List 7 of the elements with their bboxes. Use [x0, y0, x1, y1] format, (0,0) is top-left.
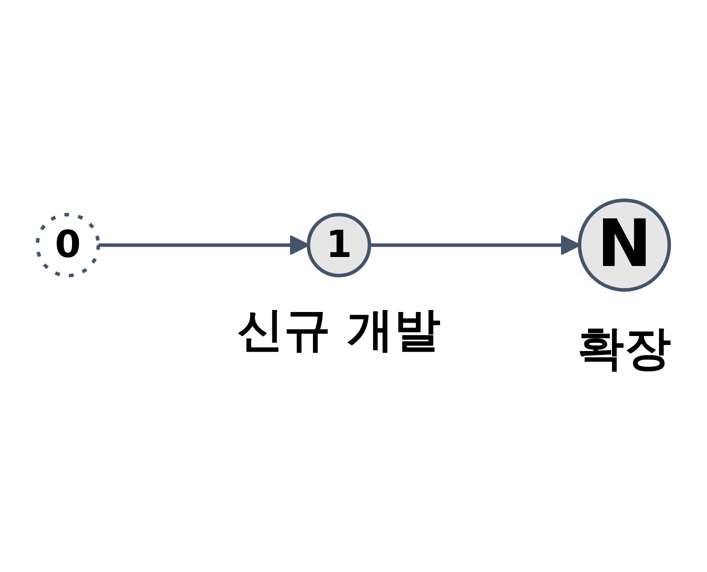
- node-caption: 신규 개발: [236, 304, 441, 358]
- arrow: [98, 234, 309, 256]
- node-caption: 확장: [576, 322, 671, 376]
- node-circle: N: [577, 198, 670, 292]
- arrow: [368, 234, 580, 256]
- node-circle: 0: [35, 212, 100, 278]
- node-circle: 1: [306, 212, 371, 278]
